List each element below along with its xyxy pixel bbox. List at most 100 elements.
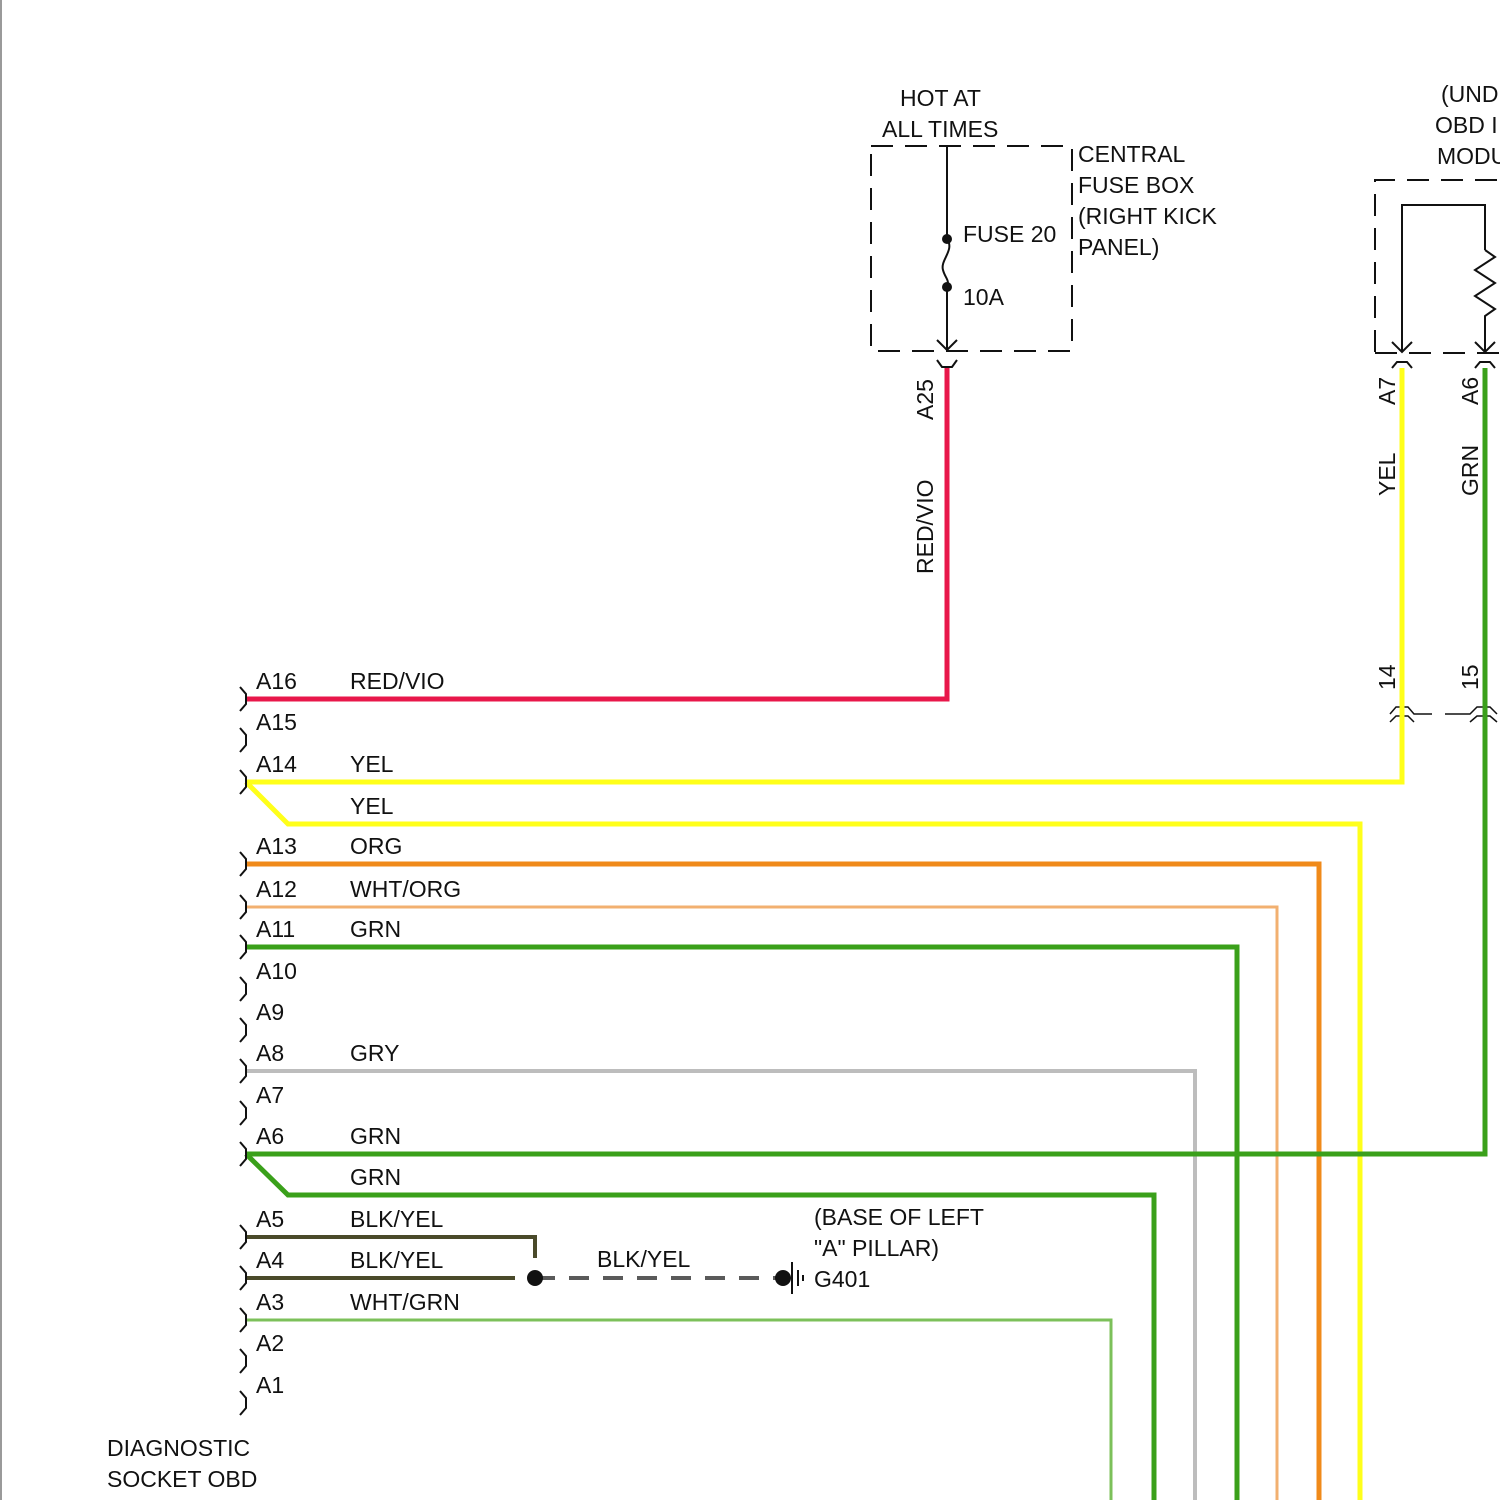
socket-pin-row: A8 GRY xyxy=(239,1040,399,1084)
wire-org-a13 xyxy=(246,861,1322,1500)
hot-at-all-times-line2: ALL TIMES xyxy=(882,116,998,142)
socket-wire-label: BLK/YEL xyxy=(350,1206,444,1232)
fuse-output-pin-label: A25 xyxy=(912,379,938,420)
socket-wire-label: GRY xyxy=(350,1040,399,1066)
fuse-box-label-line3: (RIGHT KICK xyxy=(1078,203,1218,229)
fuse-icon xyxy=(941,238,951,288)
socket-pin-row: A11 GRN xyxy=(239,916,401,960)
socket-pin-connector-icon xyxy=(239,1390,247,1416)
splice-dot xyxy=(527,1270,543,1286)
fuse-output-wire-label: RED/VIO xyxy=(912,479,938,574)
inline-connector-14-icon xyxy=(1389,706,1432,715)
connector-a7-icon xyxy=(1391,361,1413,369)
fuse-box-outline xyxy=(870,145,1073,352)
socket-pin-row: A9 xyxy=(239,999,284,1043)
module-label-line2: OBD I xyxy=(1435,112,1498,138)
socket-wire-label: GRN xyxy=(350,1164,401,1190)
socket-label-line2: SOCKET OBD xyxy=(107,1466,257,1492)
socket-pin-connector-icon xyxy=(239,1141,247,1167)
socket-wire-label: YEL xyxy=(350,751,394,777)
socket-pin-label: A4 xyxy=(256,1247,284,1273)
fuse-box-label-line4: PANEL) xyxy=(1078,234,1159,260)
fuse-output-arrow-icon xyxy=(936,339,958,352)
resistor-icon xyxy=(1473,249,1497,352)
socket-pin-connector-icon xyxy=(239,1307,247,1333)
module-pin-a6-arrow-icon xyxy=(1474,341,1496,354)
ground-location-line2: "A" PILLAR) xyxy=(814,1235,939,1261)
central-fuse-box: HOT AT ALL TIMES FUSE 20 10A CENTRAL FUS… xyxy=(870,85,1218,574)
socket-pin-label: A3 xyxy=(256,1289,284,1315)
socket-pin-label: A15 xyxy=(256,709,297,735)
socket-pin-row: A4 BLK/YEL xyxy=(239,1247,444,1291)
page-left-border xyxy=(0,0,2,1500)
wire-grn-a11 xyxy=(246,944,1240,1500)
inline-connector-14-label: 14 xyxy=(1374,664,1400,690)
socket-pin-connector-icon xyxy=(239,1058,247,1084)
socket-pin-connector-icon xyxy=(239,727,247,753)
socket-pin-row: A1 xyxy=(239,1372,284,1416)
socket-pin-connector-icon xyxy=(239,851,247,877)
socket-wire-label: RED/VIO xyxy=(350,668,445,694)
socket-pin-connector-icon xyxy=(239,1017,247,1043)
module-wire-yel-label: YEL xyxy=(1374,452,1400,496)
socket-pin-label: A7 xyxy=(256,1082,284,1108)
socket-pin-label: A1 xyxy=(256,1372,284,1398)
wire-red-vio-a16 xyxy=(246,368,950,702)
socket-pin-row: A3 WHT/GRN xyxy=(239,1289,460,1333)
socket-pin-row: A10 xyxy=(239,958,297,1002)
fuse-rating: 10A xyxy=(963,284,1005,310)
ground-wire-label: BLK/YEL xyxy=(597,1246,691,1272)
wire-gry-a8 xyxy=(246,1069,1197,1500)
obd-module: (UND OBD I MODU A7 A6 YEL GRN 14 15 xyxy=(1374,81,1500,723)
module-pin-a7-label: A7 xyxy=(1374,377,1400,405)
socket-pin-label: A13 xyxy=(256,833,297,859)
module-label-line1: (UND xyxy=(1441,81,1499,107)
socket-pin-connector-icon xyxy=(239,769,247,795)
module-internal-circuit xyxy=(1401,204,1486,352)
wire-yel-a14-branch xyxy=(244,780,1363,1500)
socket-wire-label: BLK/YEL xyxy=(350,1247,444,1273)
socket-pin-connector-icon xyxy=(239,934,247,960)
socket-pin-row: A13 ORG xyxy=(239,833,402,877)
socket-pin-row: A7 xyxy=(239,1082,284,1126)
wire-grn-a6-branch xyxy=(244,1152,1157,1500)
socket-pin-row: YEL xyxy=(350,793,394,819)
ground-id: G401 xyxy=(814,1266,870,1292)
socket-pin-label: A6 xyxy=(256,1123,284,1149)
socket-pin-label: A2 xyxy=(256,1330,284,1356)
module-label-line3: MODU xyxy=(1437,143,1500,169)
socket-pin-label: A8 xyxy=(256,1040,284,1066)
socket-pin-row: A2 xyxy=(239,1330,284,1374)
module-pin-a6-label: A6 xyxy=(1457,377,1483,405)
socket-wire-label: WHT/GRN xyxy=(350,1289,460,1315)
fuse-box-label-line2: FUSE BOX xyxy=(1078,172,1194,198)
wire-blk-yel-a5 xyxy=(246,1235,537,1258)
ground-terminal-dot xyxy=(775,1270,791,1286)
module-pin-a7-arrow-icon xyxy=(1391,341,1413,354)
inline-connector-15-label: 15 xyxy=(1457,664,1483,690)
socket-wire-label: GRN xyxy=(350,1123,401,1149)
module-outline xyxy=(1374,179,1500,352)
ground-location-line1: (BASE OF LEFT xyxy=(814,1204,984,1230)
wire-grn-a6-module xyxy=(246,368,1488,1157)
socket-pin-connector-icon xyxy=(239,1348,247,1374)
socket-pin-row: A6 GRN xyxy=(239,1123,401,1167)
socket-wire-label: GRN xyxy=(350,916,401,942)
socket-pin-connector-icon xyxy=(239,894,247,920)
wire-yel-a14-module xyxy=(246,368,1405,785)
socket-pin-connector-icon xyxy=(239,1100,247,1126)
socket-pin-connector-icon xyxy=(239,976,247,1002)
socket-pin-row: A15 xyxy=(239,709,297,753)
inline-connector-15-icon xyxy=(1445,706,1498,715)
socket-pin-label: A11 xyxy=(256,916,295,942)
hot-at-all-times-line1: HOT AT xyxy=(900,85,981,111)
socket-wire-label: YEL xyxy=(350,793,394,819)
socket-label-line1: DIAGNOSTIC xyxy=(107,1435,250,1461)
socket-wire-label: ORG xyxy=(350,833,402,859)
socket-pin-row: GRN xyxy=(350,1164,401,1190)
